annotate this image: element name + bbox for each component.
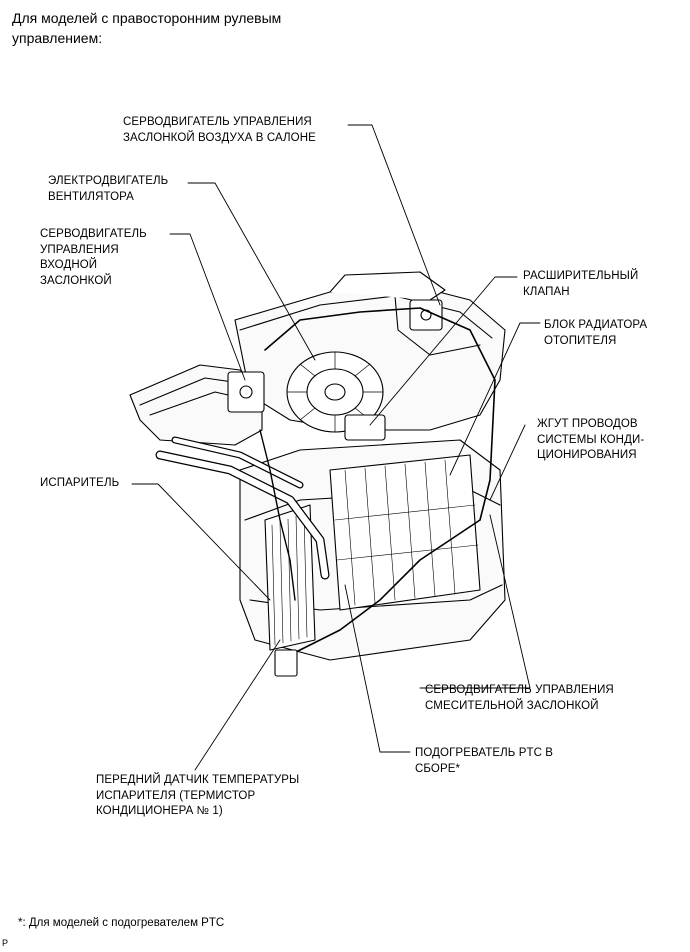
callout-air-mix-servo: СЕРВОДВИГАТЕЛЬ УПРАВЛЕНИЯ СМЕСИТЕЛЬНОЙ З…: [425, 684, 614, 712]
expansion-valve-body: [344, 414, 386, 441]
callout-blower-motor: ЭЛЕКТРОДВИГАТЕЛЬ ВЕНТИЛЯТОРА: [48, 175, 169, 203]
callout-ptc-heater: ПОДОГРЕВАТЕЛЬ PTC В СБОРЕ*: [415, 747, 554, 775]
heater-core: [329, 454, 481, 611]
outlet-duct: [329, 271, 446, 301]
callout-heater-core: БЛОК РАДИАТОРА ОТОПИТЕЛЯ: [544, 319, 648, 347]
footnote: *: Для моделей с подогревателем PTC: [18, 917, 225, 929]
harness-connector: [274, 649, 298, 677]
corner-mark: P: [2, 938, 9, 948]
callout-inlet-damper-servo: СЕРВОДВИГАТЕЛЬ УПРАВЛЕНИЯ ВХОДНОЙ ЗАСЛОН…: [40, 228, 147, 287]
callout-expansion-valve: РАСШИРИТЕЛЬНЫЙ КЛАПАН: [523, 270, 639, 298]
callout-ac-harness: ЖГУТ ПРОВОДОВ СИСТЕМЫ КОНДИ- ЦИОНИРОВАНИ…: [537, 418, 645, 461]
callout-evap-temp-sensor: ПЕРЕДНИЙ ДАТЧИК ТЕМПЕРАТУРЫ ИСПАРИТЕЛЯ (…: [96, 774, 300, 817]
inlet-servo-body: [227, 371, 265, 413]
callout-cabin-damper-servo: СЕРВОДВИГАТЕЛЬ УПРАВЛЕНИЯ ЗАСЛОНКОЙ ВОЗД…: [123, 116, 316, 144]
callout-evaporator: ИСПАРИТЕЛЬ: [40, 477, 120, 489]
page-heading: Для моделей с правосторонним рулевым упр…: [12, 10, 282, 46]
